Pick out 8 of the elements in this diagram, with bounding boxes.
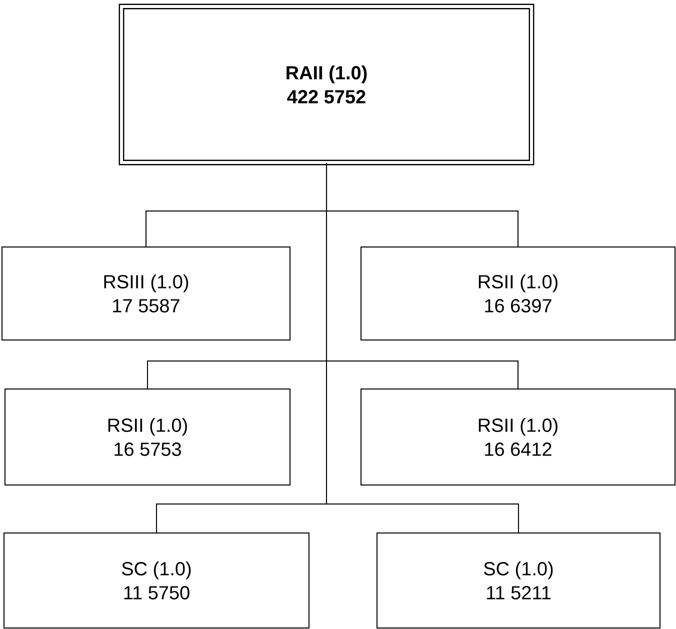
- connector-line: [326, 162, 519, 533]
- process-box: RSIII (1.0) 17 5587: [2, 246, 290, 340]
- process-box: RSII (1.0) 16 5753: [4, 388, 290, 486]
- process-box: RSII (1.0) 16 6412: [360, 388, 676, 486]
- process-box: RSII (1.0) 16 6397: [360, 246, 676, 340]
- process-box: SC (1.0) 11 5211: [376, 532, 660, 628]
- root-box: RAII (1.0) 422 5752: [118, 4, 534, 166]
- process-box: SC (1.0) 11 5750: [4, 532, 310, 628]
